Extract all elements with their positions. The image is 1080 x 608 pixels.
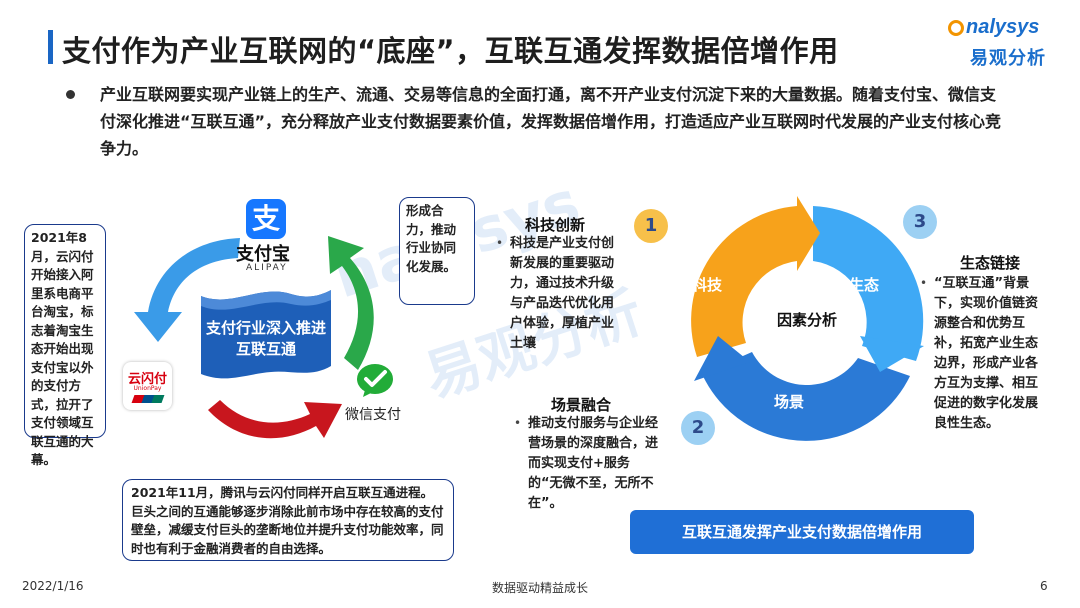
factor-ring (691, 196, 924, 441)
ring-arrow-head-3 (694, 336, 750, 381)
intro-bullet-icon (66, 90, 75, 99)
scene-bullet: • (514, 416, 522, 430)
unionpay-name: 云闪付 (127, 372, 167, 387)
ring-center-label: 因素分析 (776, 311, 837, 329)
banner-text: 支付行业深入推进互联互通 (205, 319, 326, 358)
eco-title: 生态链接 (960, 254, 1021, 272)
tencent-unionpay-note: 2021年11月，腾讯与云闪付同样开启互联互通进程。巨头之间的互通能够逐步消除此… (122, 479, 454, 561)
number-badge-1: 1 (634, 209, 668, 243)
ring-scene-segment (702, 352, 910, 441)
intro-paragraph: 产业互联网要实现产业链上的生产、流通、交易等信息的全面打通，离不开产业支付沉淀下… (100, 85, 1002, 158)
tech-title: 科技创新 (525, 216, 586, 234)
unionpay-stripe-icon (131, 395, 165, 403)
unionpay-logo-icon: 云闪付 UnionPay (123, 362, 172, 410)
synergy-note: 形成合力，推动行业协同化发展。 (399, 197, 475, 305)
scene-text: 推动支付服务与企业经营场景的深度融合，进而实现支付+服务的“无微不至，无所不在”… (528, 416, 659, 511)
ring-scene-label: 场景 (774, 393, 805, 411)
unionpay-sub-label: UnionPay (133, 385, 162, 392)
tech-text: 科技是产业支付创新发展的重要驱动力，通过技术升级与产品迭代优化用户体验，厚植产业… (510, 236, 615, 351)
banner-flag-icon (201, 290, 331, 379)
conclusion-banner: 互联互通发挥产业支付数据倍增作用 (630, 510, 974, 554)
page-title: 支付作为产业互联网的“底座”，互联互通发挥数据倍增作用 (62, 34, 839, 68)
footer-date: 2022/1/16 (22, 579, 84, 593)
alipay-sub-label: ALIPAY (246, 263, 288, 273)
logo-subtitle: 易观分析 (970, 48, 1046, 69)
ring-tech-segment (691, 206, 797, 357)
ring-eco-label: 生态 (849, 276, 880, 294)
wechat-pay-name: 微信支付 (345, 407, 401, 423)
title-accent-bar (48, 30, 53, 64)
red-arrow-icon (208, 400, 342, 439)
ring-arrow-head-2 (860, 336, 924, 372)
footer-slogan: 数据驱动精益成长 (491, 581, 588, 595)
scene-title: 场景融合 (551, 396, 612, 414)
logo-ring-icon (948, 20, 964, 36)
green-arrow-icon (328, 236, 374, 370)
alipay-name: 支付宝 (236, 244, 290, 265)
logo-wordmark: nalysys (966, 16, 1040, 38)
alipay-logo-icon: 支 (246, 199, 286, 239)
blue-arrow-icon (134, 238, 240, 342)
cycle-arrows (134, 236, 374, 439)
unionpay-alibaba-note: 2021年8月，云闪付开始接入阿里系电商平台淘宝，标志着淘宝生态开始出现支付宝以… (24, 224, 106, 467)
eco-text: “互联互通”背景下，实现价值链资源整合和优势互补，拓宽产业生态边界，形成产业各方… (934, 276, 1039, 431)
number-badge-3: 3 (903, 205, 937, 239)
eco-bullet: • (920, 276, 928, 290)
ring-tech-label: 科技 (692, 276, 723, 294)
number-badge-2: 2 (681, 411, 715, 445)
wechat-pay-logo-icon (357, 364, 393, 397)
tech-bullet: • (496, 236, 504, 250)
ring-arrow-head-1 (797, 196, 820, 271)
page-number: 6 (1040, 579, 1048, 593)
ring-eco-segment (813, 206, 924, 361)
analysys-logo: nalysys 易观分析 (948, 16, 1058, 72)
